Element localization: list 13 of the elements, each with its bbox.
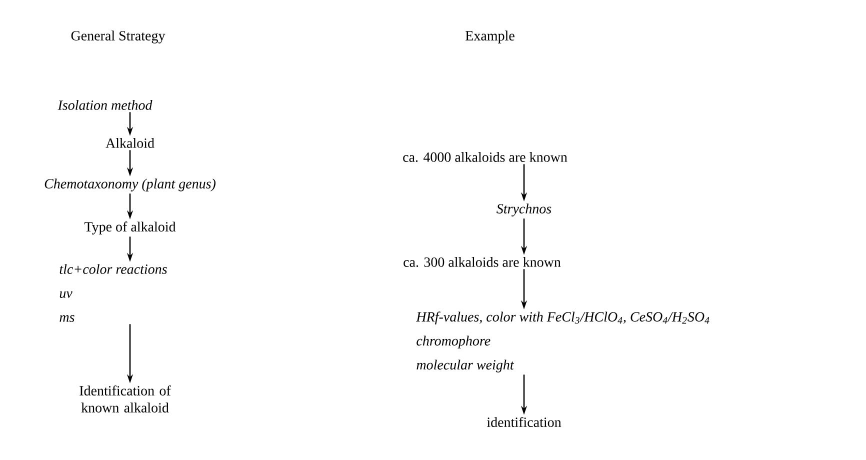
step-text: Strychnos [496, 204, 552, 216]
step-text: HRf-values, color with FeCl$_{3}$/HClO$_{4}$, CeSO$_{4}$/H$_{2}$SO$_{4}$ chromophore molecular weight [416, 312, 710, 372]
step-text: Alkaloid [106, 138, 154, 148]
step-text: ca. 300 alkaloids are known [404, 257, 561, 267]
step-text: identification [486, 417, 562, 427]
step-text: ca. 4000 alkaloids are known [403, 152, 568, 162]
step-text: Isolation method [58, 100, 152, 110]
column-heading: Example [466, 30, 514, 44]
step-text: Identification of known alkaloid [80, 386, 171, 412]
step-text: tlc+color reactions uv ms [60, 264, 167, 322]
column-heading: General Strategy [71, 30, 166, 44]
step-text: Chemotaxonomy (plant genus) [44, 178, 216, 192]
step-text: Type of alkaloid [84, 222, 176, 234]
